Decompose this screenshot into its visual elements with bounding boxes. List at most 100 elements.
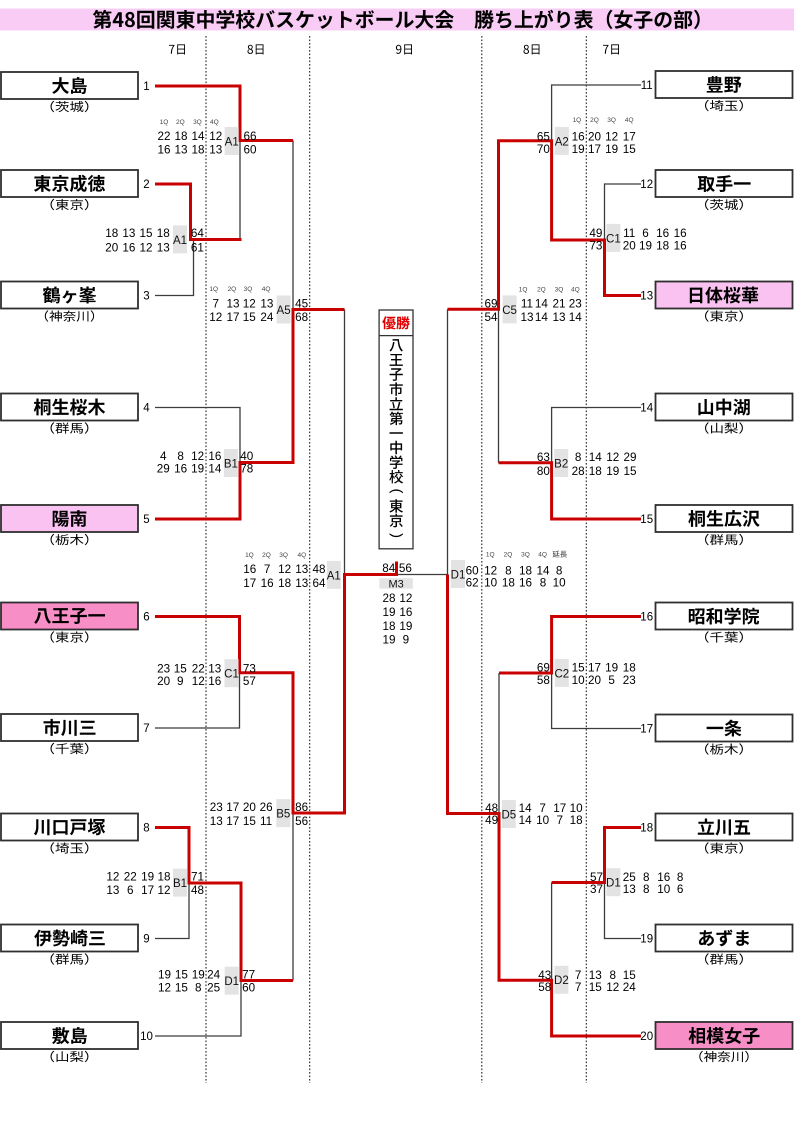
svg-text:16: 16 — [208, 450, 221, 463]
svg-text:13: 13 — [295, 577, 308, 590]
svg-text:20: 20 — [157, 675, 171, 688]
svg-text:8: 8 — [575, 451, 582, 464]
svg-text:18: 18 — [589, 465, 602, 478]
svg-text:13: 13 — [226, 298, 239, 311]
svg-text:11: 11 — [521, 297, 533, 310]
svg-text:16: 16 — [243, 563, 256, 576]
svg-text:69: 69 — [484, 297, 497, 310]
svg-text:73: 73 — [243, 663, 256, 676]
svg-text:14: 14 — [640, 403, 653, 415]
svg-text:12: 12 — [139, 242, 152, 255]
svg-text:6: 6 — [143, 612, 149, 624]
svg-text:18: 18 — [656, 239, 669, 252]
svg-text:D1: D1 — [606, 878, 621, 890]
svg-text:54: 54 — [484, 311, 498, 324]
svg-text:63: 63 — [537, 451, 550, 464]
svg-text:4Q: 4Q — [297, 552, 306, 559]
svg-text:20: 20 — [243, 801, 257, 814]
svg-text:13: 13 — [106, 884, 119, 897]
svg-text:C2: C2 — [554, 668, 569, 680]
svg-text:3Q: 3Q — [607, 117, 616, 124]
svg-text:61: 61 — [191, 242, 204, 255]
svg-text:20: 20 — [588, 130, 602, 143]
svg-text:18: 18 — [519, 564, 532, 577]
svg-text:57: 57 — [243, 675, 256, 688]
svg-text:62: 62 — [466, 577, 479, 590]
svg-text:70: 70 — [537, 143, 551, 156]
svg-text:17: 17 — [243, 577, 256, 590]
svg-text:14: 14 — [535, 297, 549, 310]
svg-text:13: 13 — [260, 298, 273, 311]
svg-text:4Q: 4Q — [571, 286, 580, 293]
svg-text:C1: C1 — [224, 669, 239, 681]
svg-text:19: 19 — [605, 662, 618, 675]
svg-text:10: 10 — [572, 674, 586, 687]
svg-text:25: 25 — [623, 871, 637, 884]
svg-text:19: 19 — [382, 606, 395, 619]
svg-text:18: 18 — [174, 130, 187, 143]
svg-text:22: 22 — [157, 130, 170, 143]
svg-text:10: 10 — [140, 1031, 153, 1043]
svg-text:43: 43 — [538, 969, 551, 982]
svg-text:1Q: 1Q — [245, 552, 254, 559]
svg-text:18: 18 — [502, 577, 515, 590]
svg-text:15: 15 — [243, 815, 257, 828]
svg-text:2Q: 2Q — [262, 552, 271, 559]
svg-text:18: 18 — [157, 870, 170, 883]
svg-text:2Q: 2Q — [504, 552, 513, 559]
svg-text:15: 15 — [175, 969, 189, 982]
svg-text:14: 14 — [589, 451, 603, 464]
svg-text:8: 8 — [610, 969, 617, 982]
svg-text:17: 17 — [226, 815, 239, 828]
svg-text:40: 40 — [240, 450, 254, 463]
svg-text:3Q: 3Q — [555, 286, 564, 293]
svg-text:60: 60 — [242, 982, 256, 995]
svg-text:7: 7 — [557, 814, 564, 827]
svg-text:16: 16 — [208, 675, 221, 688]
svg-text:13: 13 — [520, 311, 533, 324]
svg-text:A1: A1 — [327, 570, 341, 582]
svg-text:3: 3 — [143, 291, 149, 303]
svg-text:18: 18 — [278, 577, 291, 590]
svg-text:13: 13 — [210, 815, 223, 828]
svg-text:B5: B5 — [276, 809, 290, 821]
svg-text:45: 45 — [295, 298, 309, 311]
svg-text:4Q: 4Q — [625, 117, 634, 124]
svg-text:24: 24 — [207, 969, 221, 982]
svg-text:28: 28 — [572, 465, 585, 478]
svg-text:64: 64 — [191, 227, 205, 240]
svg-text:16: 16 — [572, 130, 585, 143]
svg-text:14: 14 — [535, 311, 549, 324]
svg-text:12: 12 — [243, 298, 256, 311]
svg-text:13: 13 — [589, 969, 602, 982]
svg-text:77: 77 — [242, 969, 255, 982]
svg-text:8: 8 — [540, 577, 547, 590]
svg-text:86: 86 — [295, 801, 308, 814]
svg-text:12: 12 — [209, 311, 222, 324]
svg-text:24: 24 — [260, 311, 274, 324]
svg-text:19: 19 — [640, 934, 653, 946]
svg-text:16: 16 — [640, 612, 653, 624]
svg-text:C1: C1 — [606, 233, 621, 245]
svg-text:9: 9 — [403, 634, 410, 647]
svg-text:12: 12 — [605, 130, 618, 143]
svg-text:M3: M3 — [388, 578, 403, 590]
svg-text:12: 12 — [399, 592, 412, 605]
svg-text:19: 19 — [572, 143, 585, 156]
svg-text:16: 16 — [122, 242, 135, 255]
svg-text:15: 15 — [640, 514, 653, 526]
svg-text:14: 14 — [519, 814, 533, 827]
svg-text:37: 37 — [590, 883, 603, 896]
svg-text:4: 4 — [160, 450, 167, 463]
svg-text:13: 13 — [174, 144, 187, 157]
svg-text:D1: D1 — [451, 569, 466, 581]
svg-text:10: 10 — [484, 577, 498, 590]
svg-text:29: 29 — [157, 463, 170, 476]
svg-text:60: 60 — [466, 564, 480, 577]
svg-text:12: 12 — [157, 884, 170, 897]
svg-text:B1: B1 — [224, 458, 238, 470]
svg-text:12: 12 — [106, 870, 119, 883]
svg-text:A1: A1 — [173, 235, 187, 247]
svg-text:7: 7 — [264, 563, 271, 576]
svg-text:18: 18 — [640, 823, 653, 835]
